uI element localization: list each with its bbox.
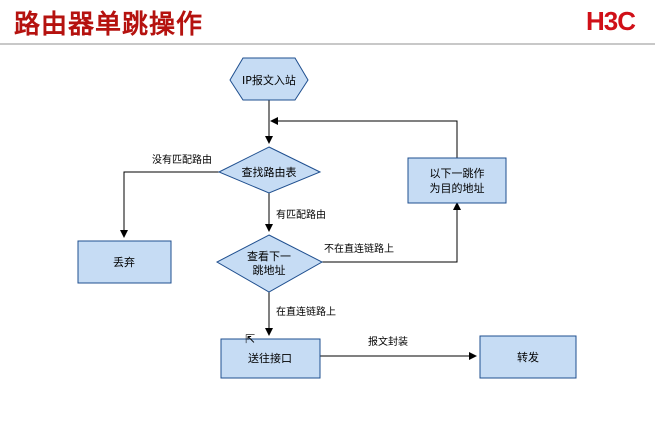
node-check-label-line1: 查看下一 (247, 249, 291, 263)
edge-check-to-nexthop (322, 202, 461, 263)
mouse-cursor-icon: ⇱ (245, 332, 256, 346)
node-check-label-line2: 跳地址 (253, 263, 286, 277)
slide-title: 路由器单跳操作 (14, 10, 204, 40)
node-start-hexagon (229, 57, 309, 101)
node-nexthop-box (407, 157, 507, 204)
node-check-diamond (215, 234, 324, 293)
node-lookup-label: 查找路由表 (242, 165, 297, 179)
edge-label-has-match: 有匹配路由 (276, 208, 326, 221)
title-divider (0, 43, 655, 45)
h3c-logo: H3C (585, 6, 636, 36)
edge-lookup-to-drop (120, 171, 219, 238)
edge-label-on-direct: 在直连链路上 (276, 305, 336, 318)
node-send-box (220, 338, 321, 379)
edge-label-not-direct: 不在直连链路上 (324, 242, 394, 255)
node-drop-label: 丢弃 (113, 255, 135, 269)
edge-label-no-match: 没有匹配路由 (152, 153, 212, 166)
node-send-label: 送往接口 (248, 351, 292, 365)
node-forward-label: 转发 (517, 350, 539, 364)
edge-label-encapsulate: 报文封装 (368, 335, 408, 348)
node-nexthop-label-line1: 以下一跳作 (430, 166, 485, 180)
edges (120, 100, 477, 360)
edge-nexthop-to-lookup (270, 117, 458, 158)
node-start-label: IP报文入站 (242, 73, 296, 87)
node-drop-box (77, 240, 172, 284)
node-lookup-diamond (217, 146, 322, 194)
node-forward-box (479, 335, 577, 379)
node-nexthop-label-line2: 为目的地址 (430, 181, 485, 195)
